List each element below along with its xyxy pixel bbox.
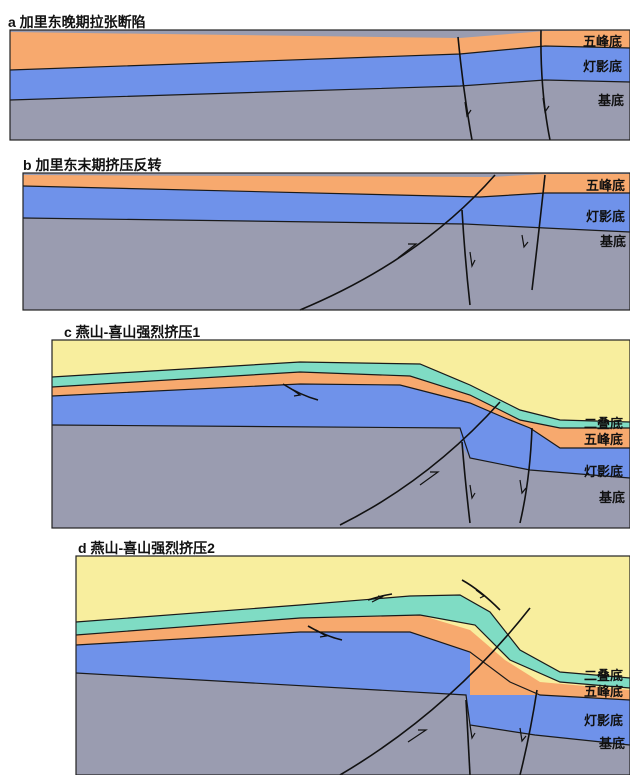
panel-a-label-wufeng: 五峰底 <box>583 34 622 50</box>
panel-b-fault-arrow-2 <box>521 234 529 249</box>
panel-c-permian-top-line <box>51 361 630 423</box>
panel-c-dengying-layer <box>52 384 630 478</box>
panel-a-label-basement: 基底 <box>597 93 624 109</box>
panel-c-dengying-line <box>51 424 630 479</box>
panel-b-thrust-fault <box>299 174 496 311</box>
panel-d-erdie-line <box>75 614 630 689</box>
panel-b: 五峰底 灯影底 基底 <box>22 172 630 311</box>
panel-c-wufeng-line <box>51 383 630 449</box>
panel-c-minor-fault <box>282 383 319 401</box>
panel-d-minor-fault-1 <box>307 625 343 641</box>
panel-a-dengying-line <box>9 79 630 101</box>
panel-d-permian-layer <box>76 595 630 688</box>
panel-a-frame <box>9 29 630 141</box>
panel-a-fault-1 <box>457 36 473 141</box>
panel-d-thrust-fault <box>339 607 531 775</box>
panel-d-fault-arrow-2 <box>519 727 527 743</box>
panel-d-upper-fault <box>461 579 501 611</box>
panel-c-erdie-line <box>51 371 630 429</box>
panel-c-fault-1 <box>461 441 471 524</box>
panel-c-permian-layer <box>52 362 630 428</box>
panel-b-frame <box>22 172 630 311</box>
panel-c-frame <box>51 339 630 529</box>
panel-d-label-erdie: 二叠底 <box>584 668 623 684</box>
panel-d-fault-arrow-1 <box>469 724 476 740</box>
panel-a-label-dengying: 灯影底 <box>583 59 622 75</box>
panel-d: 二叠底 五峰底 灯影底 基底 <box>75 555 630 775</box>
panel-b-label-wufeng: 五峰底 <box>586 178 625 194</box>
panel-a-title: a 加里东晚期拉张断陷 <box>8 14 146 30</box>
panel-c-wufeng-layer <box>52 372 630 448</box>
panel-c-minor-arrow <box>289 387 302 397</box>
panel-c-thrust-arrow <box>419 471 440 486</box>
panel-c-label-basement: 基底 <box>598 490 625 506</box>
panel-b-fault-1 <box>461 209 471 306</box>
panel-a-dengying-layer <box>10 46 630 100</box>
panel-c-label-wufeng: 五峰底 <box>584 432 623 448</box>
panel-c-title: c 燕山-喜山强烈挤压1 <box>64 324 201 340</box>
panel-b-dengying-line <box>22 217 630 233</box>
panel-c-fault-2 <box>519 427 533 524</box>
panel-b-label-basement: 基底 <box>599 234 626 250</box>
panel-d-upper-arrow <box>475 589 486 599</box>
panel-d-minor-arrow-2 <box>371 595 384 603</box>
panel-d-frame <box>75 555 630 775</box>
panel-d-wufeng-line <box>75 631 630 701</box>
panel-d-fault-2 <box>519 689 538 775</box>
panel-a-fault-2 <box>540 29 551 141</box>
panel-d-wufeng-layer <box>76 615 630 700</box>
panel-b-thrust-arrow <box>397 243 418 259</box>
panel-b-title: b 加里东末期挤压反转 <box>23 157 162 173</box>
panel-a-fault-arrow-1 <box>464 101 472 118</box>
panel-d-label-dengying: 灯影底 <box>584 713 623 729</box>
panel-b-fault-2 <box>531 174 546 291</box>
panel-c-thrust-fault <box>339 401 501 526</box>
panel-b-label-dengying: 灯影底 <box>586 209 625 225</box>
panel-c-label-erdie: 二叠底 <box>584 416 623 432</box>
panel-a-wufeng-layer <box>10 30 630 70</box>
panel-d-label-wufeng: 五峰底 <box>584 684 623 700</box>
panel-d-wufeng-wedge <box>470 652 540 695</box>
panel-a: 五峰底 灯影底 基底 <box>9 29 630 141</box>
panel-d-label-basement: 基底 <box>598 736 625 752</box>
panel-d-permian-top-line <box>75 594 630 679</box>
panel-a-fault-arrow-2 <box>542 97 550 114</box>
panel-c: 二叠底 五峰底 灯影底 基底 <box>51 339 630 529</box>
panel-d-minor-arrow-1 <box>315 629 328 638</box>
panel-d-thrust-arrow <box>407 729 428 743</box>
panel-c-fault-arrow-1 <box>469 484 476 500</box>
panel-d-fault-1 <box>465 699 471 775</box>
panel-b-fault-arrow-1 <box>469 251 476 268</box>
panel-d-title: d 燕山-喜山强烈挤压2 <box>78 540 215 556</box>
panel-c-label-dengying: 灯影底 <box>584 464 623 480</box>
panel-c-fault-arrow-2 <box>519 479 527 495</box>
panel-b-wufeng-layer <box>23 174 630 197</box>
panel-b-wufeng-line <box>22 185 630 198</box>
panel-a-wufeng-line <box>9 45 630 71</box>
